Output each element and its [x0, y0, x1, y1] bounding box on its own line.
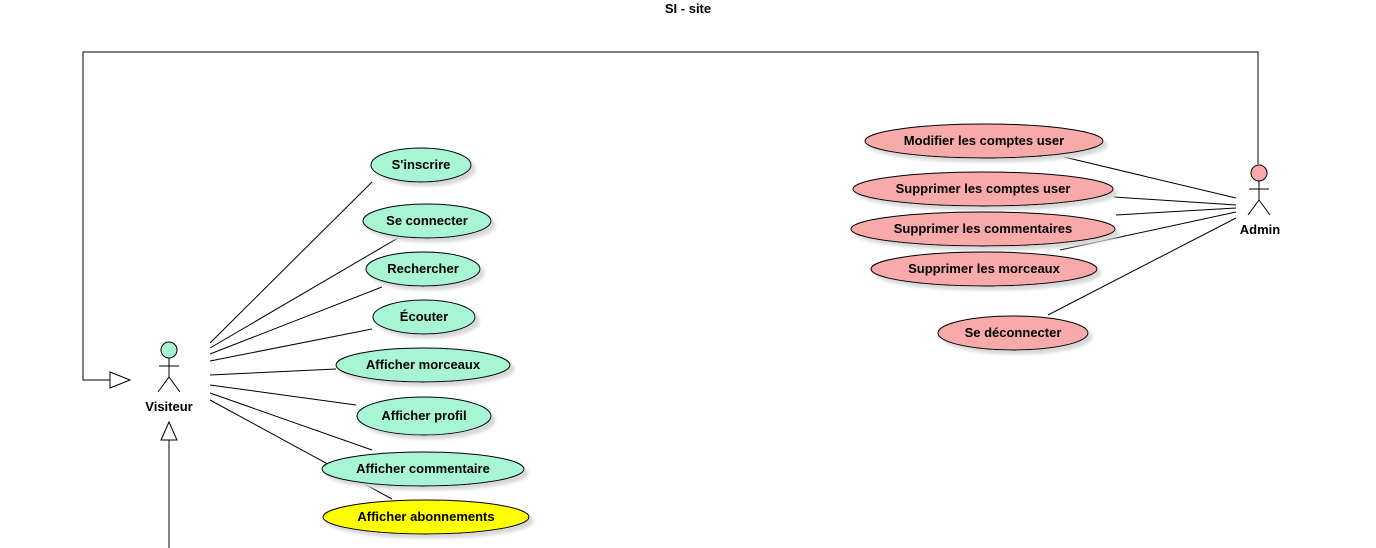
generalization-into-visitor	[160, 420, 178, 548]
use-case-supprimer-comptes[interactable]: Supprimer les comptes user	[852, 171, 1114, 207]
use-case-label: Supprimer les commentaires	[894, 221, 1072, 236]
admin-associations	[1047, 156, 1237, 316]
use-case-supprimer-commentaires[interactable]: Supprimer les commentaires	[850, 211, 1116, 247]
actor-label: Visiteur	[145, 399, 192, 414]
use-case-se-connecter[interactable]: Se connecter	[362, 203, 492, 239]
use-case-label: Afficher morceaux	[366, 357, 481, 372]
use-case-label: Afficher profil	[381, 408, 466, 423]
use-case-afficher-profil[interactable]: Afficher profil	[356, 396, 492, 436]
stick-figure-icon	[157, 341, 181, 393]
actor-label: Admin	[1240, 222, 1281, 237]
use-case-label: Se connecter	[386, 213, 468, 228]
visitor-associations	[209, 181, 399, 500]
use-case-supprimer-morceaux[interactable]: Supprimer les morceaux	[870, 251, 1098, 287]
use-case-label: Écouter	[400, 309, 448, 324]
use-case-label: Afficher commentaire	[356, 461, 490, 476]
stick-figure-icon	[1247, 164, 1271, 216]
use-case-afficher-commentaire[interactable]: Afficher commentaire	[321, 451, 525, 487]
use-case-label: Afficher abonnements	[357, 509, 494, 524]
use-case-label: Se déconnecter	[965, 325, 1062, 340]
diagram-title: SI - site	[664, 1, 712, 16]
use-case-rechercher[interactable]: Rechercher	[365, 251, 481, 287]
use-case-ecouter[interactable]: Écouter	[372, 299, 476, 335]
use-case-sinscrire[interactable]: S'inscrire	[370, 147, 472, 183]
use-case-se-deconnecter[interactable]: Se déconnecter	[937, 315, 1089, 351]
use-case-label: Rechercher	[387, 261, 459, 276]
use-case-label: Supprimer les comptes user	[896, 181, 1071, 196]
use-case-label: Supprimer les morceaux	[908, 261, 1060, 276]
use-case-label: S'inscrire	[392, 157, 451, 172]
use-case-afficher-abonnements[interactable]: Afficher abonnements	[322, 499, 530, 535]
actor-visitor[interactable]: Visiteur	[145, 341, 193, 414]
use-case-modifier-comptes[interactable]: Modifier les comptes user	[864, 123, 1104, 159]
use-case-label: Modifier les comptes user	[904, 133, 1064, 148]
use-case-afficher-morceaux[interactable]: Afficher morceaux	[335, 347, 511, 383]
actor-admin[interactable]: Admin	[1240, 164, 1281, 237]
generalization-admin-visitor	[82, 51, 1259, 389]
